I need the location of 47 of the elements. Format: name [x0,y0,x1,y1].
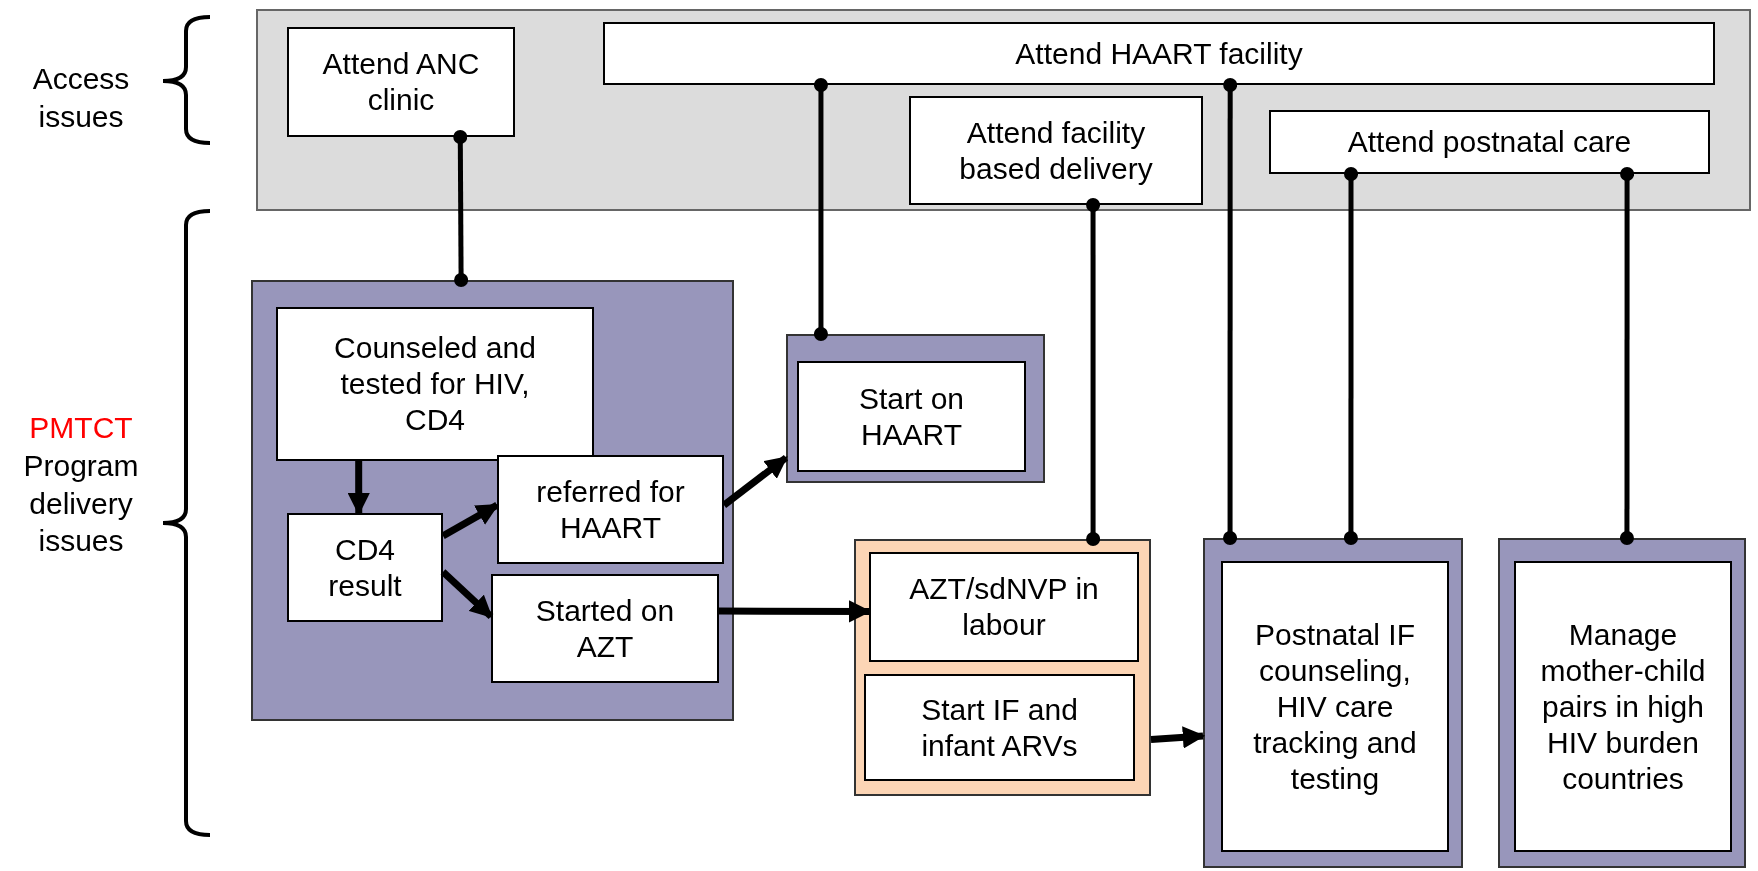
box-label: Start IF and infant ARVs [920,691,1079,764]
process-box [869,552,1139,662]
connector-line [453,130,469,287]
process-box [497,455,724,564]
program-panel [854,539,1151,796]
arrow [1150,726,1206,749]
program-panel [251,280,734,721]
box-label: CD4 result [327,531,403,604]
connector-line [813,78,828,341]
arrow [719,600,872,623]
box-label: referred for HAART [535,473,686,546]
process-box [1269,110,1710,174]
process-box [909,96,1203,205]
side-label: PMTCT [28,410,134,446]
box-label: Attend postnatal care [1346,124,1633,160]
box-label: Manage mother-child pairs in high HIV burden countries [1539,616,1707,797]
connector-line [1343,167,1359,545]
connector-line [1086,198,1101,546]
box-label: AZT/sdNVP in labour [908,571,1100,643]
arrow [347,461,370,516]
access-band [256,9,1751,211]
process-box [276,307,594,461]
program-panel [786,334,1045,483]
box-label: Attend HAART facility [1014,35,1304,72]
process-box [797,361,1026,472]
box-label: Start on HAART [857,380,966,453]
process-box [603,22,1715,85]
process-box [287,513,443,622]
box-label: Counseled and tested for HIV, CD4 [333,330,537,438]
connector-line [1619,167,1635,545]
program-panel [1203,538,1463,868]
process-box [1221,561,1449,852]
arrow [440,569,494,620]
arrow [441,502,499,539]
program-panel [1498,538,1746,868]
side-label: Access issues [31,61,131,135]
process-box [864,674,1135,781]
process-box [287,27,515,137]
process-box [491,574,719,683]
side-label: Program delivery issues [22,448,140,559]
arrow [721,454,789,508]
process-box [1514,561,1732,852]
box-label: Attend ANC clinic [321,46,481,118]
connector-line [1223,78,1238,545]
box-label: Started on AZT [534,592,676,665]
box-label: Attend facility based delivery [958,114,1154,187]
box-label: Postnatal IF counseling, HIV care tracking and testing [1252,616,1418,797]
